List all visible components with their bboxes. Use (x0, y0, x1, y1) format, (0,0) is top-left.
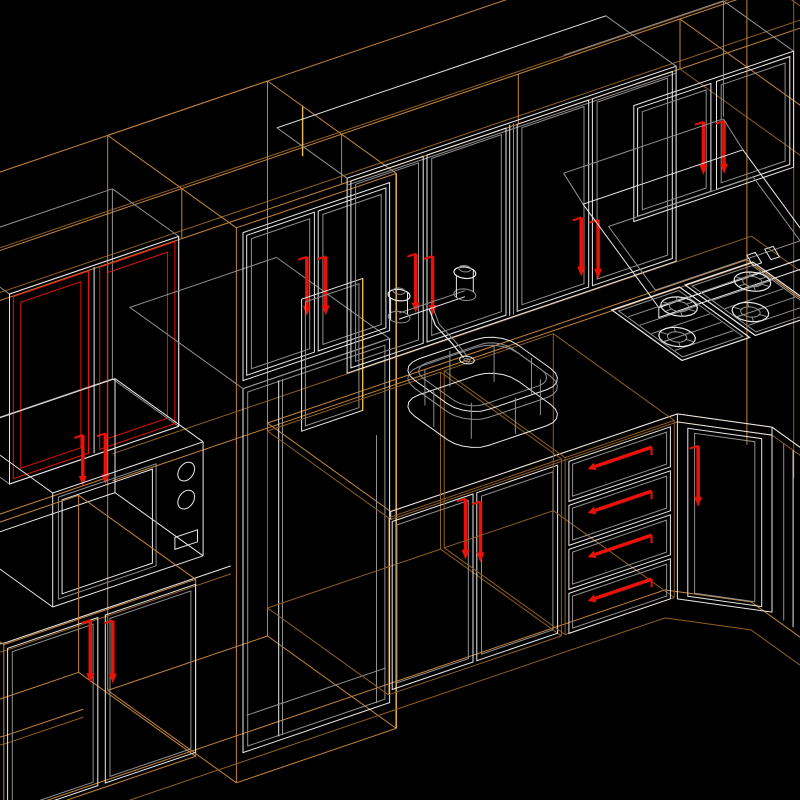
faucet (387, 264, 477, 365)
right-wall-lines (746, 0, 800, 479)
hood-cabinet (563, 0, 795, 223)
cooktop (610, 261, 800, 362)
fridge (128, 256, 391, 754)
tall-carcass (107, 80, 397, 784)
base-cabinet-left (0, 494, 197, 800)
sink (407, 336, 558, 448)
wall-cabinet-left (0, 188, 180, 486)
wall-cabinet-row (276, 15, 677, 374)
left-countertop (0, 476, 232, 746)
plinth (46, 589, 800, 800)
corner-base (676, 421, 794, 628)
above-fridge-cabinet (242, 181, 391, 382)
drawer-unit (443, 333, 675, 636)
wall-lines (112, 235, 752, 482)
microwave (0, 378, 204, 608)
step-cabinet (301, 277, 364, 432)
sink-base (267, 371, 562, 696)
